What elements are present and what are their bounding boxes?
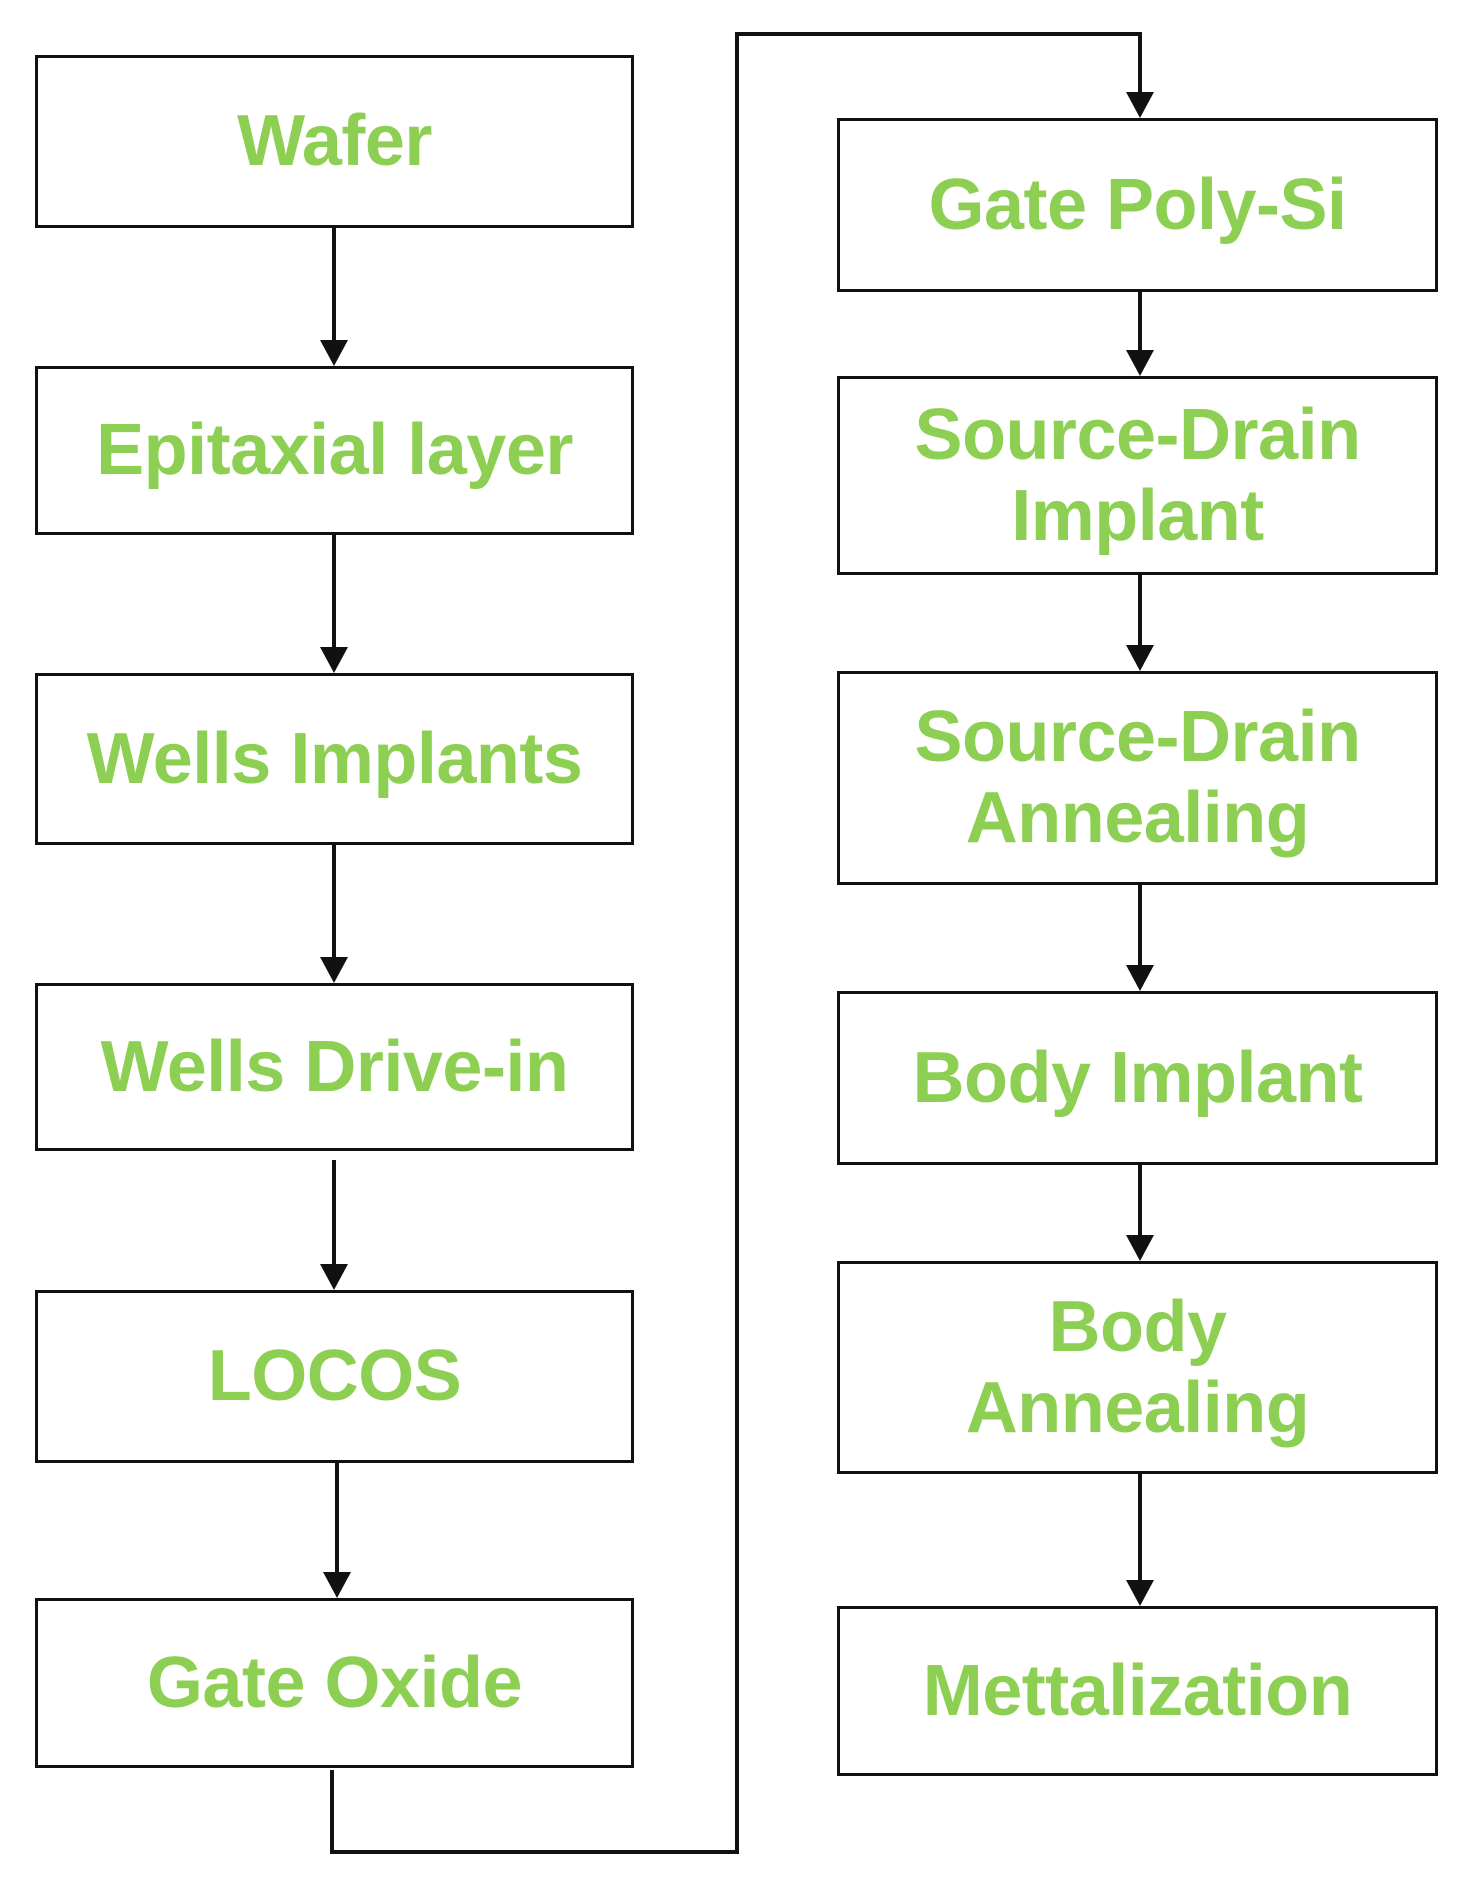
step-label-wells-drive-in: Wells Drive-in	[100, 1026, 569, 1107]
step-label-body-annealing-line-1: Body	[1048, 1286, 1227, 1367]
arrowhead-source-drain-annealing	[1126, 645, 1154, 671]
step-wells-implants: Wells Implants	[35, 673, 634, 845]
step-label-body-annealing-line-2: Annealing	[965, 1367, 1310, 1448]
step-label-mettalization: Mettalization	[922, 1650, 1353, 1731]
arrowhead-wells-drive-in	[320, 957, 348, 983]
step-mettalization: Mettalization	[837, 1606, 1438, 1776]
step-label-locos: LOCOS	[207, 1336, 462, 1417]
arrowhead-gate-poly-si	[1126, 92, 1154, 118]
step-gate-oxide: Gate Oxide	[35, 1598, 634, 1768]
step-label-source-drain-implant-line-1: Source-Drain	[914, 394, 1361, 475]
arrowhead-mettalization	[1126, 1580, 1154, 1606]
arrowhead-source-drain-implant	[1126, 350, 1154, 376]
step-epitaxial-layer: Epitaxial layer	[35, 366, 634, 535]
step-label-source-drain-annealing-line-1: Source-Drain	[914, 697, 1361, 778]
step-label-epitaxial-layer: Epitaxial layer	[96, 410, 573, 491]
step-source-drain-annealing: Source-Drain Annealing	[837, 671, 1438, 885]
step-label-wafer: Wafer	[237, 101, 432, 182]
arrowhead-locos	[320, 1264, 348, 1290]
step-label-gate-oxide: Gate Oxide	[146, 1642, 523, 1723]
step-label-source-drain-annealing: Source-Drain Annealing	[914, 697, 1361, 858]
step-label-body-implant: Body Implant	[912, 1037, 1363, 1118]
step-label-wells-implants: Wells Implants	[86, 718, 583, 799]
step-wells-drive-in: Wells Drive-in	[35, 983, 634, 1151]
arrowhead-epitaxial-layer	[320, 340, 348, 366]
arrowhead-body-implant	[1126, 965, 1154, 991]
step-source-drain-implant: Source-Drain Implant	[837, 376, 1438, 575]
step-label-gate-poly-si: Gate Poly-Si	[928, 164, 1347, 245]
arrowhead-gate-oxide	[323, 1572, 351, 1598]
step-label-source-drain-implant-line-2: Implant	[1011, 475, 1264, 556]
step-locos: LOCOS	[35, 1290, 634, 1463]
step-wafer: Wafer	[35, 55, 634, 228]
step-label-body-annealing: Body Annealing	[966, 1287, 1310, 1448]
step-label-source-drain-implant: Source-Drain Implant	[914, 394, 1361, 556]
step-body-annealing: Body Annealing	[837, 1261, 1438, 1474]
arrowhead-body-annealing	[1126, 1235, 1154, 1261]
step-gate-poly-si: Gate Poly-Si	[837, 118, 1438, 292]
arrowhead-wells-implants	[320, 647, 348, 673]
step-label-source-drain-annealing-line-2: Annealing	[965, 778, 1310, 858]
step-body-implant: Body Implant	[837, 991, 1438, 1165]
arrow-gate-oxide-to-gate-poly-si	[330, 32, 1142, 1854]
